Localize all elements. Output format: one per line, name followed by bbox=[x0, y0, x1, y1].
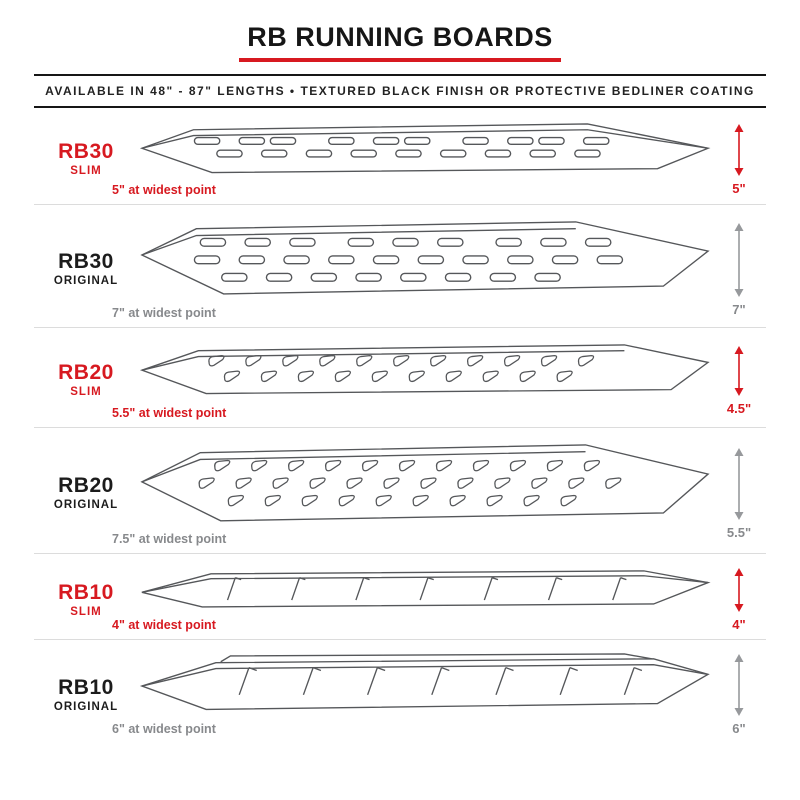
board-drawing-area: 7.5" at widest point bbox=[112, 441, 712, 546]
board-row-rb10-slim: RB10 SLIM 4" at widest point bbox=[34, 554, 766, 639]
header: RB RUNNING BOARDS AVAILABLE IN 48" - 87"… bbox=[34, 0, 766, 108]
height-dimension: 5" bbox=[712, 123, 766, 196]
rb30-slim-board-drawing bbox=[139, 123, 711, 174]
board-row-rb20-original: RB20 ORIGINAL 7.5" at widest point 5.5" bbox=[34, 428, 766, 554]
height-label: 4.5" bbox=[726, 400, 752, 416]
model-name: RB20 bbox=[58, 474, 114, 498]
page-title: RB RUNNING BOARDS bbox=[239, 22, 561, 62]
rb20-slim-board-drawing bbox=[139, 344, 710, 395]
model-name: RB30 bbox=[58, 140, 114, 164]
rb20-original-board-drawing bbox=[140, 443, 710, 521]
width-note: 7.5" at widest point bbox=[112, 532, 227, 547]
vertical-dimension-arrow bbox=[734, 222, 744, 297]
row-separator bbox=[34, 204, 766, 206]
height-dimension: 6" bbox=[712, 653, 766, 736]
model-name: RB10 bbox=[58, 580, 114, 604]
board-row-rb10-original: RB10 ORIGINAL 6" at widest point bbox=[34, 640, 766, 743]
model-variant: ORIGINAL bbox=[53, 499, 119, 512]
height-label: 5.5" bbox=[726, 524, 752, 540]
model-label: RB30 SLIM bbox=[34, 140, 138, 178]
height-dimension: 7" bbox=[712, 222, 766, 317]
vertical-dimension-arrow bbox=[734, 447, 744, 520]
vertical-dimension-arrow bbox=[734, 345, 744, 396]
width-note: 4" at widest point bbox=[112, 617, 216, 632]
vertical-dimension-arrow bbox=[734, 654, 744, 717]
model-label: RB20 ORIGINAL bbox=[34, 474, 138, 512]
board-drawing-area: 7" at widest point bbox=[112, 218, 712, 320]
model-label: RB10 ORIGINAL bbox=[34, 675, 138, 713]
height-label: 4" bbox=[732, 617, 746, 633]
row-separator bbox=[34, 327, 766, 329]
board-drawing-area: 6" at widest point bbox=[112, 653, 712, 736]
rb10-original-board-drawing bbox=[139, 653, 710, 711]
model-name: RB20 bbox=[58, 361, 114, 385]
board-row-rb30-slim: RB30 SLIM 5" at widest point 5" bbox=[34, 108, 766, 204]
width-note: 5.5" at widest point bbox=[112, 405, 227, 420]
tread-hash-marks bbox=[226, 577, 627, 601]
model-variant: SLIM bbox=[70, 165, 102, 178]
model-name: RB30 bbox=[58, 250, 114, 274]
model-variant: SLIM bbox=[70, 386, 102, 399]
board-drawing-area: 5" at widest point bbox=[112, 121, 712, 197]
model-variant: ORIGINAL bbox=[53, 275, 119, 288]
board-row-rb30-original: RB30 ORIGINAL 7" at widest point 7" bbox=[34, 205, 766, 327]
model-variant: ORIGINAL bbox=[53, 700, 119, 713]
height-label: 6" bbox=[732, 721, 746, 737]
vertical-dimension-arrow bbox=[734, 568, 744, 613]
width-note: 5" at widest point bbox=[112, 183, 216, 198]
rb30-original-board-drawing bbox=[140, 221, 710, 295]
tread-hash-marks bbox=[238, 667, 643, 696]
board-row-rb20-slim: RB20 SLIM 5.5" at widest point 4.5" bbox=[34, 328, 766, 426]
row-separator bbox=[34, 426, 766, 428]
row-separator bbox=[34, 639, 766, 641]
width-note: 7" at widest point bbox=[112, 306, 216, 321]
height-label: 5" bbox=[732, 180, 746, 196]
height-dimension: 4" bbox=[712, 567, 766, 632]
width-note: 6" at widest point bbox=[112, 721, 216, 736]
row-separator bbox=[34, 553, 766, 555]
model-label: RB10 SLIM bbox=[34, 580, 138, 618]
board-drawing-area: 5.5" at widest point bbox=[112, 341, 712, 420]
rb10-slim-board-drawing bbox=[141, 570, 711, 608]
height-dimension: 5.5" bbox=[712, 447, 766, 540]
height-dimension: 4.5" bbox=[712, 345, 766, 416]
model-variant: SLIM bbox=[70, 605, 102, 618]
vertical-dimension-arrow bbox=[734, 123, 744, 176]
board-drawing-area: 4" at widest point bbox=[112, 567, 712, 632]
model-name: RB10 bbox=[58, 675, 114, 699]
model-label: RB30 ORIGINAL bbox=[34, 250, 138, 288]
height-label: 7" bbox=[732, 301, 746, 317]
model-label: RB20 SLIM bbox=[34, 361, 138, 399]
subtitle-band: AVAILABLE IN 48" - 87" LENGTHS • TEXTURE… bbox=[34, 74, 766, 108]
subtitle-text: AVAILABLE IN 48" - 87" LENGTHS • TEXTURE… bbox=[45, 84, 755, 98]
